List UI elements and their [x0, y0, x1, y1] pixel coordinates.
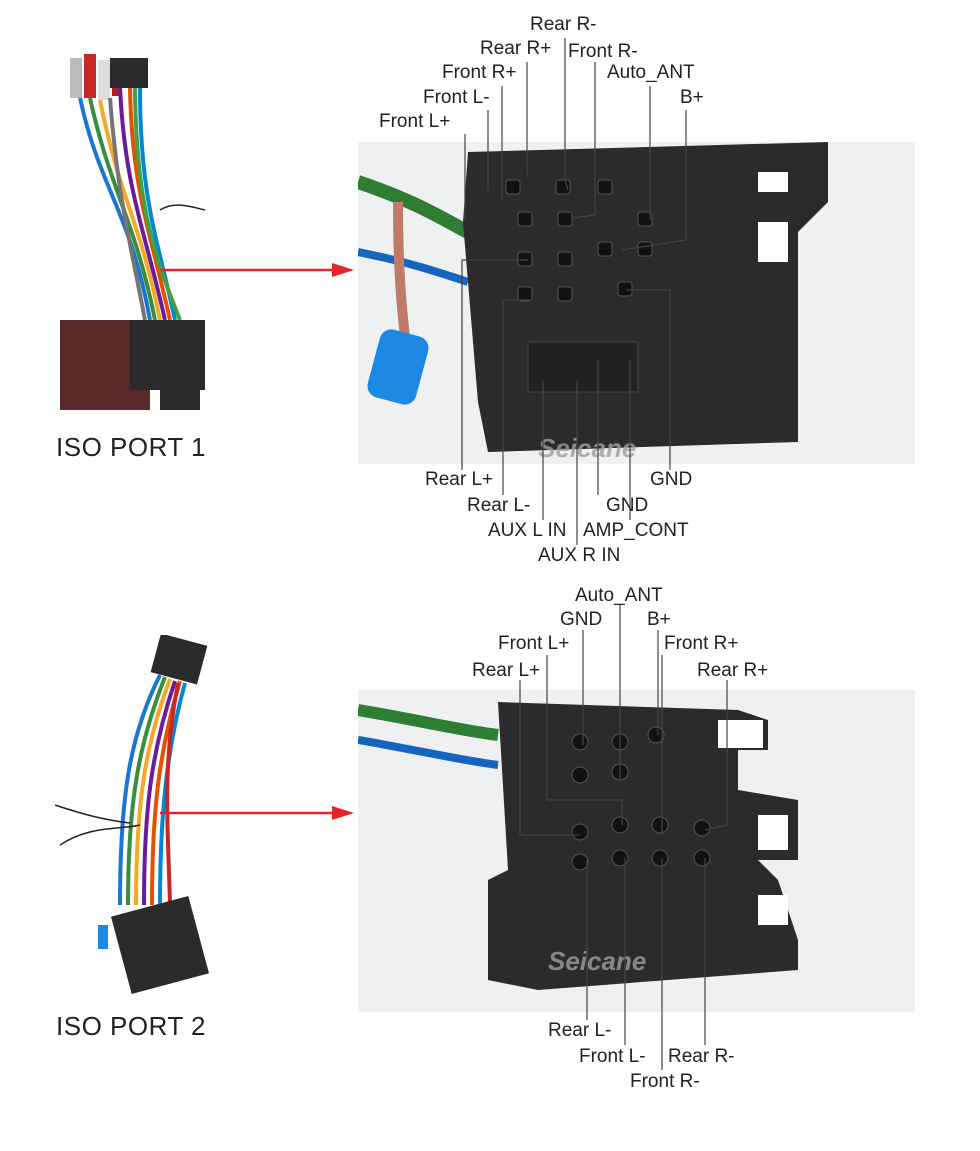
p1-label-aux-l-in: AUX L IN: [488, 520, 567, 541]
p1-label-front-r-minus: Front R-: [568, 41, 638, 62]
leader-lines-port-1: [461, 38, 687, 545]
p1-label-front-r-plus: Front R+: [442, 62, 517, 83]
p1-label-rear-l-plus: Rear L+: [425, 469, 494, 490]
connector-icon: Seicane: [358, 690, 915, 1012]
port-1-title: ISO PORT 1: [56, 432, 206, 462]
leader-lines-port-2: [519, 605, 728, 1070]
p1-label-rear-r-minus: Rear R-: [530, 14, 597, 35]
p1-label-b-plus: B+: [680, 87, 704, 108]
p2-label-rear-l-plus: Rear L+: [472, 660, 541, 681]
p1-label-amp-cont: AMP_CONT: [583, 520, 689, 541]
p2-label-rear-r-minus: Rear R-: [668, 1046, 735, 1067]
connector-icon: Seicane: [358, 142, 915, 464]
arrow-right-icon: [160, 263, 354, 277]
p1-label-front-l-plus: Front L+: [379, 111, 451, 132]
p2-label-front-l-plus: Front L+: [498, 633, 570, 654]
watermark-1: Seicane: [538, 433, 636, 463]
p1-label-front-l-minus: Front L-: [423, 87, 490, 108]
p2-label-front-l-minus: Front L-: [579, 1046, 646, 1067]
p1-label-rear-l-minus: Rear L-: [467, 495, 531, 516]
p2-label-auto-ant: Auto_ANT: [575, 585, 663, 606]
p2-label-rear-r-plus: Rear R+: [697, 660, 769, 681]
p1-label-gnd-center: GND: [606, 495, 649, 516]
p1-label-gnd-right: GND: [650, 469, 693, 490]
p2-label-gnd: GND: [560, 609, 603, 630]
arrow-right-icon: [160, 806, 354, 820]
watermark-2: Seicane: [548, 946, 646, 976]
p2-label-front-r-plus: Front R+: [664, 633, 739, 654]
p2-label-front-r-minus: Front R-: [630, 1071, 700, 1092]
p1-label-rear-r-plus: Rear R+: [480, 38, 552, 59]
p2-label-rear-l-minus: Rear L-: [548, 1020, 612, 1041]
wire-harness-icon: [54, 635, 209, 994]
port-2-title: ISO PORT 2: [56, 1011, 206, 1041]
p1-label-auto-ant: Auto_ANT: [607, 62, 695, 83]
p2-label-b-plus: B+: [647, 609, 671, 630]
wire-harness-icon: [60, 54, 206, 410]
p1-label-aux-r-in: AUX R IN: [538, 545, 621, 566]
